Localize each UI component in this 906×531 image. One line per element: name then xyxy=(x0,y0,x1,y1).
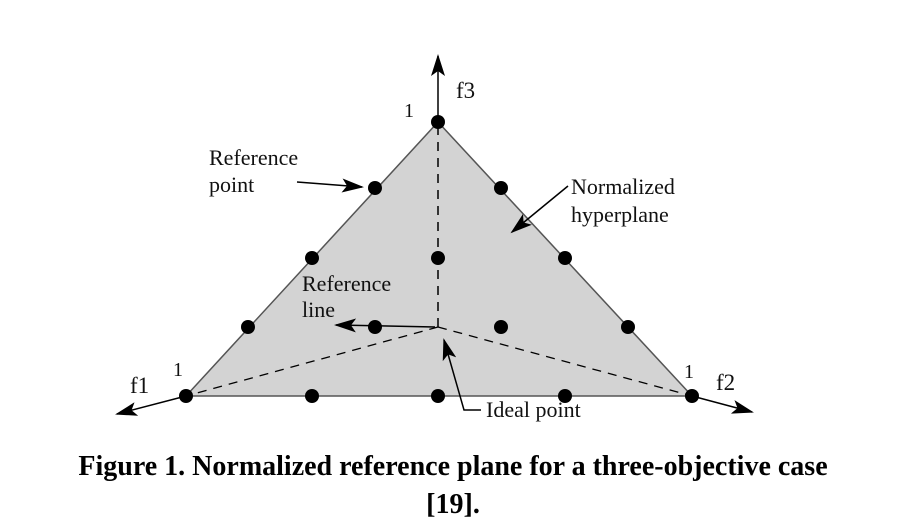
reference-point xyxy=(305,389,319,403)
reference-point xyxy=(241,320,255,334)
caption-line-2: [19]. xyxy=(426,489,480,520)
reference-point-pointer xyxy=(296,178,364,193)
reference-line-label-line2: line xyxy=(302,297,335,322)
ideal-point-pointer xyxy=(442,338,481,411)
f1-axis-arrow xyxy=(115,395,187,416)
reference-point-label-line2: point xyxy=(209,172,254,197)
reference-point xyxy=(494,181,508,195)
dashed-line-to-f2 xyxy=(437,326,693,397)
hyperplane-label-line2: hyperplane xyxy=(571,202,669,227)
reference-point xyxy=(431,251,445,265)
dashed-line-to-f1 xyxy=(185,326,439,397)
reference-point xyxy=(558,389,572,403)
reference-point xyxy=(368,320,382,334)
f2-axis-arrow xyxy=(691,395,754,414)
reference-point xyxy=(431,115,445,129)
caption-line-1: Figure 1. Normalized reference plane for… xyxy=(78,451,828,482)
hyperplane-pointer xyxy=(510,185,569,234)
f2-unit-label: 1 xyxy=(684,361,694,383)
reference-line-arrow xyxy=(334,318,436,333)
f3-axis-label: f3 xyxy=(456,78,475,103)
hyperplane-label-line1: Normalized xyxy=(571,174,675,199)
reference-point xyxy=(685,389,699,403)
reference-line-label-line1: Reference xyxy=(302,271,391,296)
reference-point xyxy=(558,251,572,265)
reference-point xyxy=(494,320,508,334)
f1-unit-label: 1 xyxy=(173,359,183,381)
reference-point xyxy=(621,320,635,334)
reference-point xyxy=(368,181,382,195)
reference-point xyxy=(305,251,319,265)
f2-axis-label: f2 xyxy=(716,370,735,395)
reference-point xyxy=(179,389,193,403)
f1-axis-label: f1 xyxy=(130,373,149,398)
reference-point xyxy=(431,389,445,403)
reference-points xyxy=(179,115,699,403)
figure-caption: Figure 1. Normalized reference plane for… xyxy=(0,448,906,524)
reference-point-label-line1: Reference xyxy=(209,145,298,170)
f3-unit-label: 1 xyxy=(404,100,414,122)
ideal-point-label: Ideal point xyxy=(486,397,581,422)
